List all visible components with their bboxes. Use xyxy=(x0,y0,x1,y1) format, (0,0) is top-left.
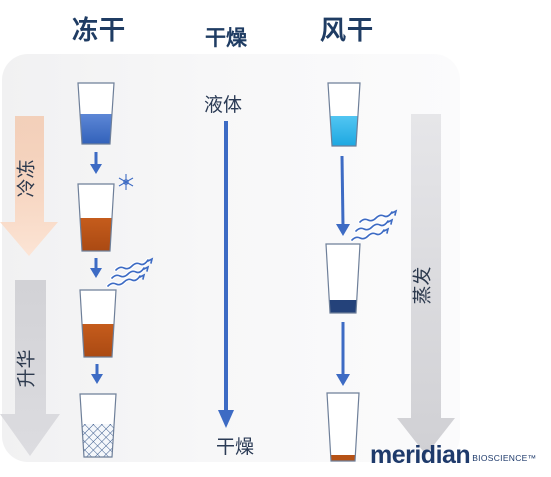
dried-label: 干燥 xyxy=(216,436,255,458)
air-tube-evaporating xyxy=(325,243,361,314)
cooling-label: 冷冻 xyxy=(15,159,38,198)
sublimation-arrow xyxy=(0,280,60,456)
freeze-tube-liquid xyxy=(77,82,115,145)
down-arrow-icon xyxy=(91,364,103,384)
air-drying-heading: 风干 xyxy=(320,16,375,46)
vapor-wave-icon xyxy=(107,257,154,287)
freeze-tube-dried-cake xyxy=(79,393,117,458)
sublimation-label: 升华 xyxy=(15,349,38,388)
logo-suffix: BIOSCIENCE™ xyxy=(472,453,537,463)
background-panel xyxy=(2,54,460,462)
drying-heading: 干燥 xyxy=(205,26,247,50)
freeze-tube-sublimating xyxy=(79,289,117,358)
evaporation-label: 蒸发 xyxy=(411,266,434,305)
down-arrow-icon xyxy=(90,152,102,174)
down-arrow-icon xyxy=(336,322,350,386)
down-arrow-icon xyxy=(90,258,102,278)
central-down-arrow xyxy=(218,121,234,428)
air-tube-dried xyxy=(326,392,360,462)
air-tube-liquid xyxy=(327,82,361,147)
freeze-tube-frozen xyxy=(77,183,115,252)
logo-brand: meridian xyxy=(370,441,471,469)
snowflake-icon xyxy=(118,174,134,190)
vapor-wave-icon xyxy=(351,209,398,241)
down-arrow-icon xyxy=(336,155,350,236)
freeze-drying-heading: 冻干 xyxy=(72,16,127,46)
liquid-label: 液体 xyxy=(204,94,243,116)
evaporation-arrow xyxy=(397,114,455,455)
cooling-arrow xyxy=(0,116,58,256)
